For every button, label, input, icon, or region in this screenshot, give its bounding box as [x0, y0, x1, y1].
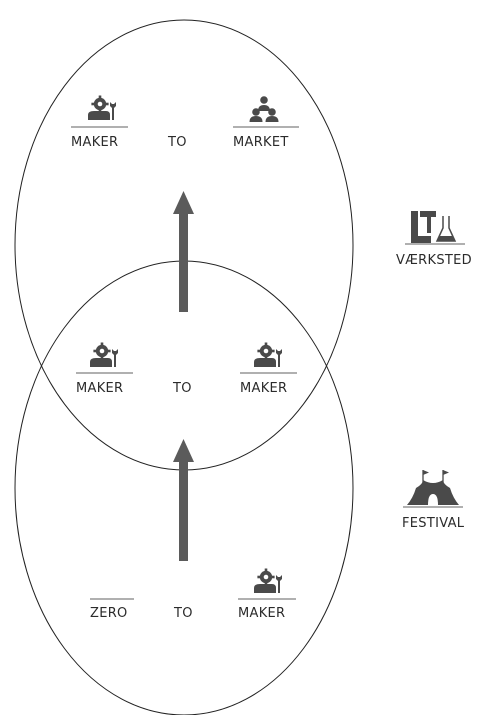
bottom-connector: TO [173, 606, 193, 621]
people-group-icon [249, 96, 279, 122]
legend-festival: FESTIVAL [402, 470, 465, 531]
bottom-group: ZERO TO MAKER [90, 568, 296, 621]
lower-arrow [173, 439, 194, 561]
top-connector: TO [167, 135, 187, 150]
legend-vaerksted-label: VÆRKSTED [396, 253, 472, 268]
workshop-tools-icon [411, 211, 457, 243]
maker-gear-wrench-icon [254, 568, 282, 593]
top-right-label: MARKET [233, 135, 289, 150]
middle-right-label: MAKER [240, 381, 287, 396]
legend-vaerksted: VÆRKSTED [396, 211, 472, 268]
top-left-label: MAKER [71, 135, 118, 150]
middle-connector: TO [172, 381, 192, 396]
middle-group: MAKER TO MAKER [76, 342, 297, 396]
maker-gear-wrench-icon [254, 342, 282, 367]
legend-festival-label: FESTIVAL [402, 516, 465, 531]
circus-tent-icon [407, 470, 459, 505]
top-group: MAKER TO MARKET [71, 95, 299, 150]
bottom-right-label: MAKER [238, 606, 285, 621]
bottom-left-label: ZERO [90, 606, 128, 621]
middle-left-label: MAKER [76, 381, 123, 396]
upper-arrow [173, 191, 194, 312]
maker-gear-wrench-icon [90, 342, 118, 367]
maker-gear-wrench-icon [88, 95, 116, 120]
